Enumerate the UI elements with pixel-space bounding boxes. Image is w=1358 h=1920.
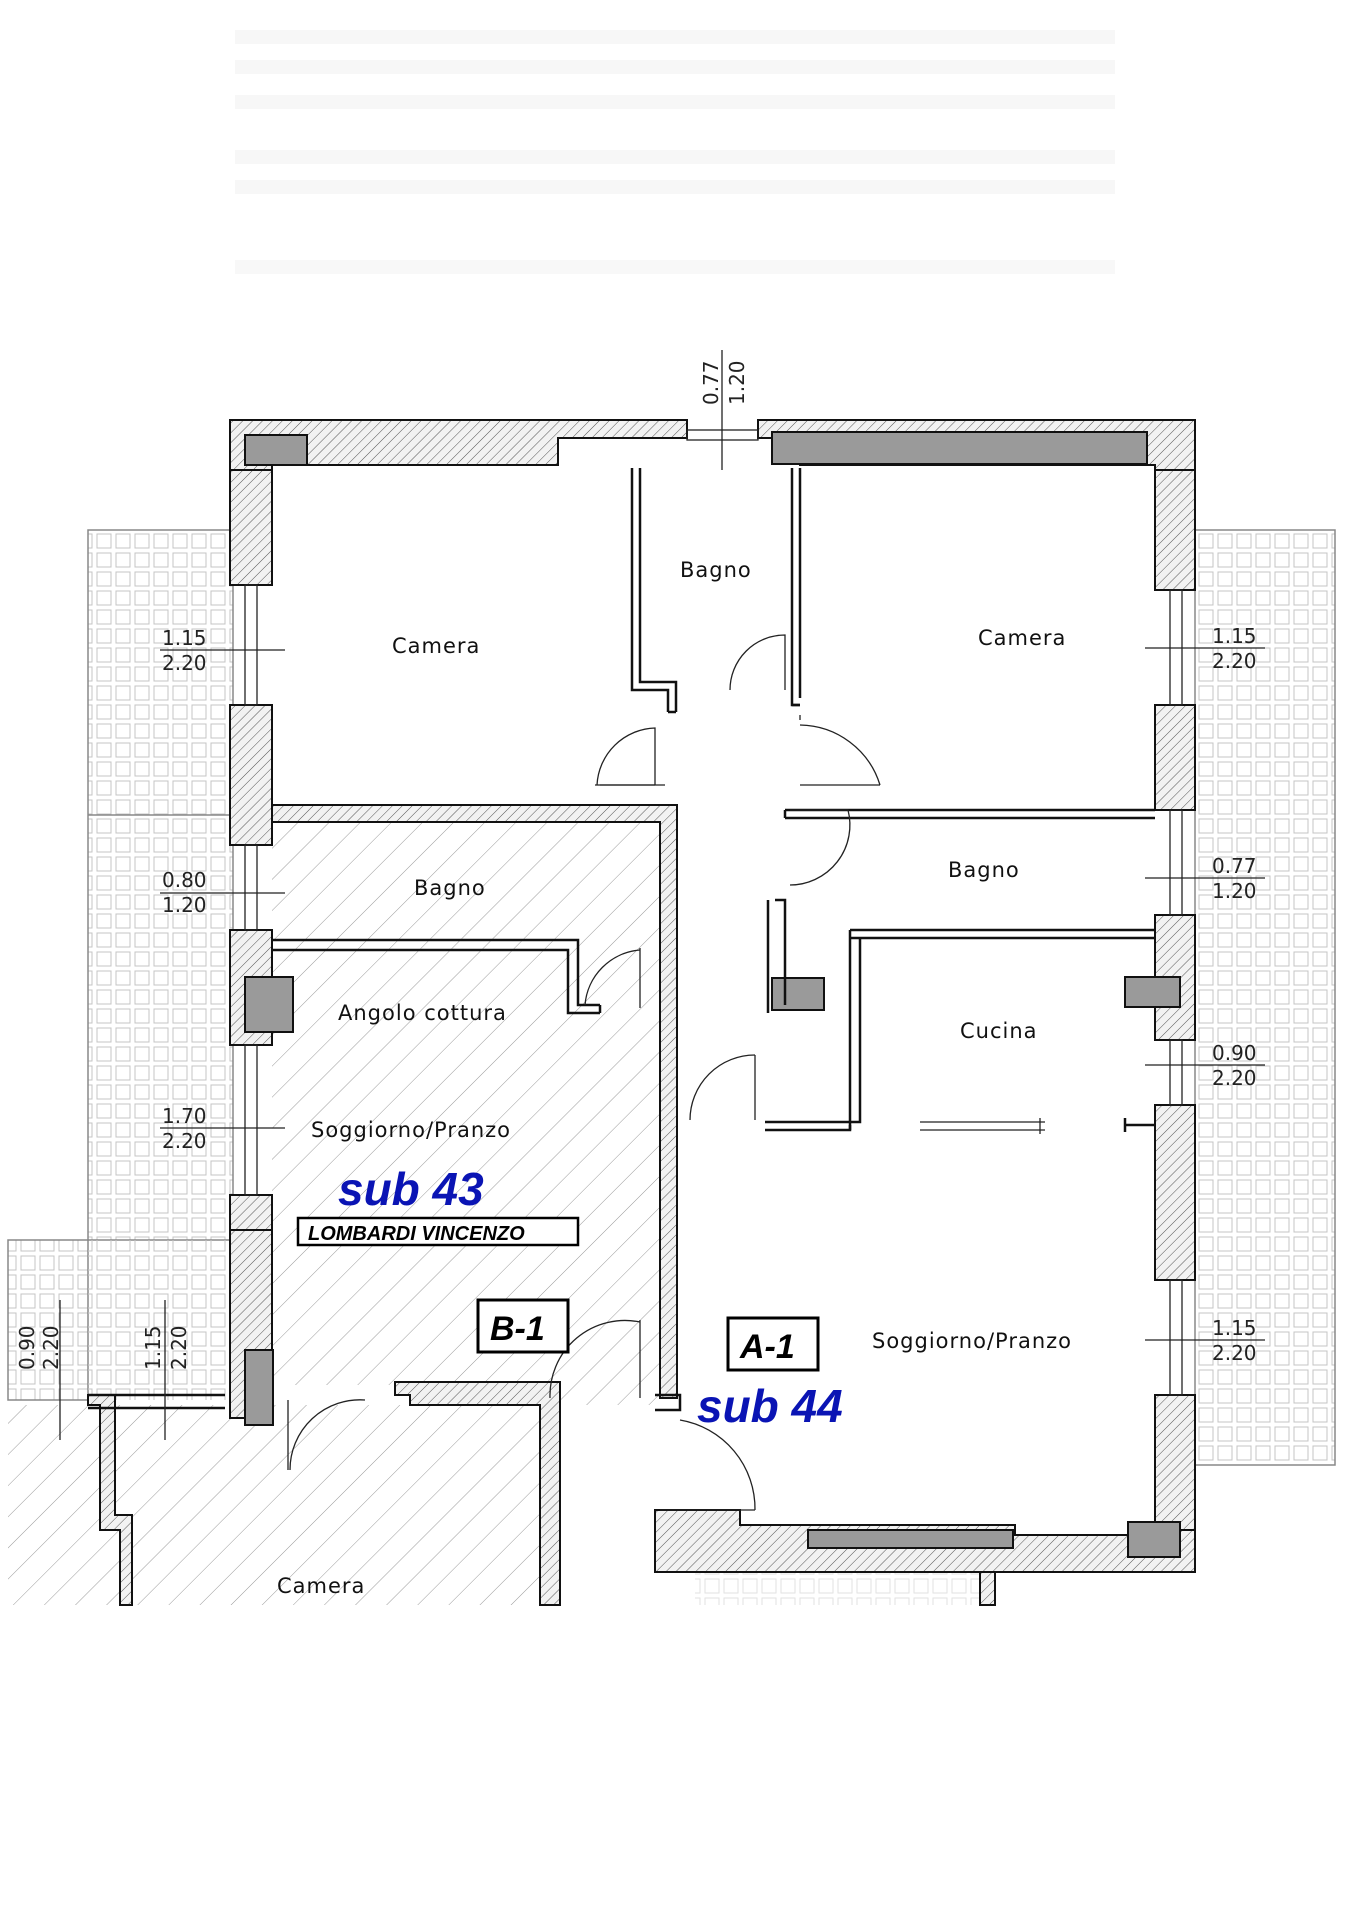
dim-l5-a: 1.15 — [141, 1325, 165, 1370]
room-camera-bottom: Camera — [277, 1574, 365, 1598]
faded-header-marks — [235, 30, 1115, 274]
terrace-left — [7, 529, 234, 1401]
room-angolo-cottura: Angolo cottura — [338, 1001, 507, 1025]
doors — [287, 634, 881, 1511]
room-bagno-top: Bagno — [680, 558, 752, 582]
dim-l4-b: 2.20 — [39, 1325, 63, 1370]
sub43-label: sub 43 — [338, 1163, 484, 1215]
dim-l1-b: 2.20 — [162, 651, 207, 675]
dim-r3-a: 0.90 — [1212, 1041, 1257, 1065]
sub44-code: A-1 — [739, 1328, 795, 1366]
dim-l1-a: 1.15 — [162, 626, 207, 650]
dim-top-a: 0.77 — [699, 360, 723, 405]
terrace-right — [1194, 529, 1336, 1466]
columns — [244, 431, 1181, 1558]
dim-r1-b: 2.20 — [1212, 649, 1257, 673]
room-bagno-sub43: Bagno — [414, 876, 486, 900]
dim-l3-a: 1.70 — [162, 1104, 207, 1128]
unit-labels: sub 43 LOMBARDI VINCENZO B-1 A-1 sub 44 — [296, 1163, 843, 1432]
dim-r2-b: 1.20 — [1212, 879, 1257, 903]
dim-l2-a: 0.80 — [162, 868, 207, 892]
opening-markers — [59, 350, 1265, 1440]
dim-l3-b: 2.20 — [162, 1129, 207, 1153]
dim-r2-a: 0.77 — [1212, 854, 1257, 878]
dim-r3-b: 2.20 — [1212, 1066, 1257, 1090]
dim-l4-a: 0.90 — [15, 1325, 39, 1370]
dim-r4-b: 2.20 — [1212, 1341, 1257, 1365]
room-bagno-sub44: Bagno — [948, 858, 1020, 882]
interior-walls — [87, 468, 1155, 1606]
room-cucina: Cucina — [960, 1019, 1038, 1043]
sub44-label: sub 44 — [697, 1380, 843, 1432]
dimension-labels: 0.77 1.20 1.15 2.20 0.80 1.20 1.70 2.20 … — [15, 360, 1257, 1370]
room-soggiorno-sub43: Soggiorno/Pranzo — [311, 1118, 511, 1142]
dim-l2-b: 1.20 — [162, 893, 207, 917]
room-camera-right: Camera — [978, 626, 1066, 650]
dim-l5-b: 2.20 — [167, 1325, 191, 1370]
room-labels: Camera Bagno Camera Bagno Bagno Angolo c… — [277, 558, 1072, 1598]
sub43-owner: LOMBARDI VINCENZO — [308, 1223, 525, 1245]
room-soggiorno-sub44: Soggiorno/Pranzo — [872, 1329, 1072, 1353]
dim-top-b: 1.20 — [725, 360, 749, 405]
dim-r4-a: 1.15 — [1212, 1316, 1257, 1340]
dim-r1-a: 1.15 — [1212, 624, 1257, 648]
room-camera-left: Camera — [392, 634, 480, 658]
sub43-code: B-1 — [490, 1310, 545, 1348]
